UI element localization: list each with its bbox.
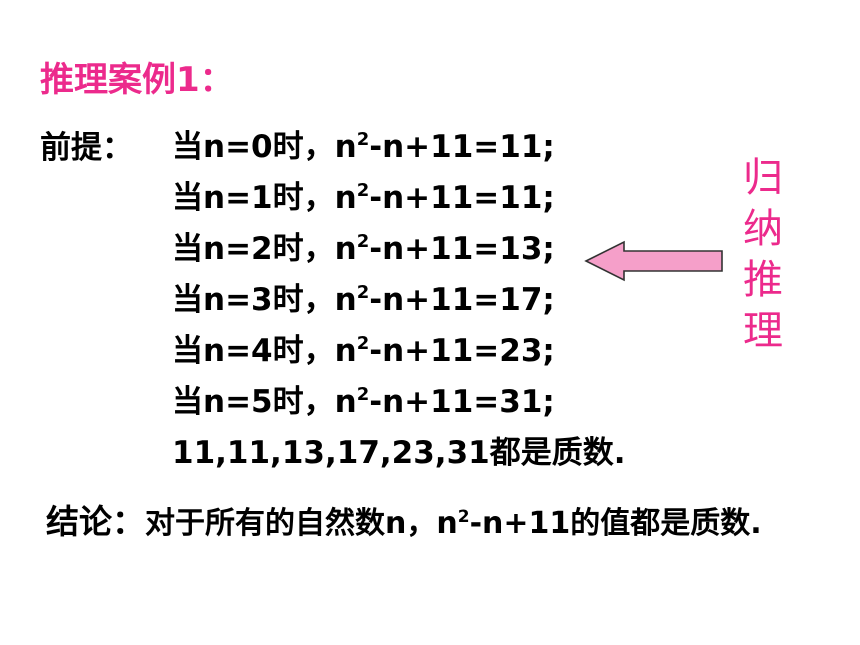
premise-suffix: -n+11=11; — [369, 129, 555, 165]
induction-label: 归 纳 推 理 — [738, 153, 788, 357]
premise-line: 当n=5时，n2-n+11=31; — [172, 380, 642, 431]
premise-suffix: -n+11=13; — [369, 231, 555, 267]
premise-prefix: 当n=5时，n — [172, 384, 357, 420]
premise-prefix: 当n=2时，n — [172, 231, 357, 267]
exponent: 2 — [356, 281, 370, 303]
slide-title: 推理案例1： — [40, 60, 234, 100]
premise-prefix: 当n=1时，n — [172, 180, 357, 216]
premise-list: 当n=0时，n2-n+11=11; 当n=1时，n2-n+11=11; 当n=2… — [172, 125, 642, 482]
induction-char: 纳 — [743, 206, 783, 252]
conclusion-prefix: 对于所有的自然数n，n — [145, 506, 458, 541]
premise-suffix: -n+11=17; — [369, 282, 555, 318]
premise-suffix: -n+11=23; — [369, 333, 555, 369]
induction-char: 理 — [743, 308, 783, 354]
premise-line: 当n=2时，n2-n+11=13; — [172, 227, 642, 278]
exponent: 2 — [356, 383, 370, 405]
premise-suffix: -n+11=11; — [369, 180, 555, 216]
exponent: 2 — [356, 128, 370, 150]
conclusion: 结论：对于所有的自然数n，n2-n+11的值都是质数. — [46, 500, 762, 546]
premise-line: 当n=4时，n2-n+11=23; — [172, 329, 642, 380]
exponent: 2 — [356, 332, 370, 354]
premise-label: 前提： — [40, 130, 133, 166]
conclusion-label: 结论： — [46, 502, 145, 541]
premise-line: 当n=3时，n2-n+11=17; — [172, 278, 642, 329]
premise-line: 当n=0时，n2-n+11=11; — [172, 125, 642, 176]
summary-line: 11,11,13,17,23,31都是质数. — [172, 435, 626, 471]
arrow-shape — [584, 240, 723, 282]
induction-char: 归 — [743, 155, 783, 201]
induction-char: 推 — [743, 257, 783, 303]
premise-prefix: 当n=3时，n — [172, 282, 357, 318]
conclusion-suffix: -n+11的值都是质数. — [469, 506, 762, 541]
premise-suffix: -n+11=31; — [369, 384, 555, 420]
exponent: 2 — [356, 230, 370, 252]
premise-line: 当n=1时，n2-n+11=11; — [172, 176, 642, 227]
exponent: 2 — [457, 507, 470, 527]
left-arrow-icon — [584, 240, 723, 282]
exponent: 2 — [356, 179, 370, 201]
premise-prefix: 当n=0时，n — [172, 129, 357, 165]
premise-prefix: 当n=4时，n — [172, 333, 357, 369]
